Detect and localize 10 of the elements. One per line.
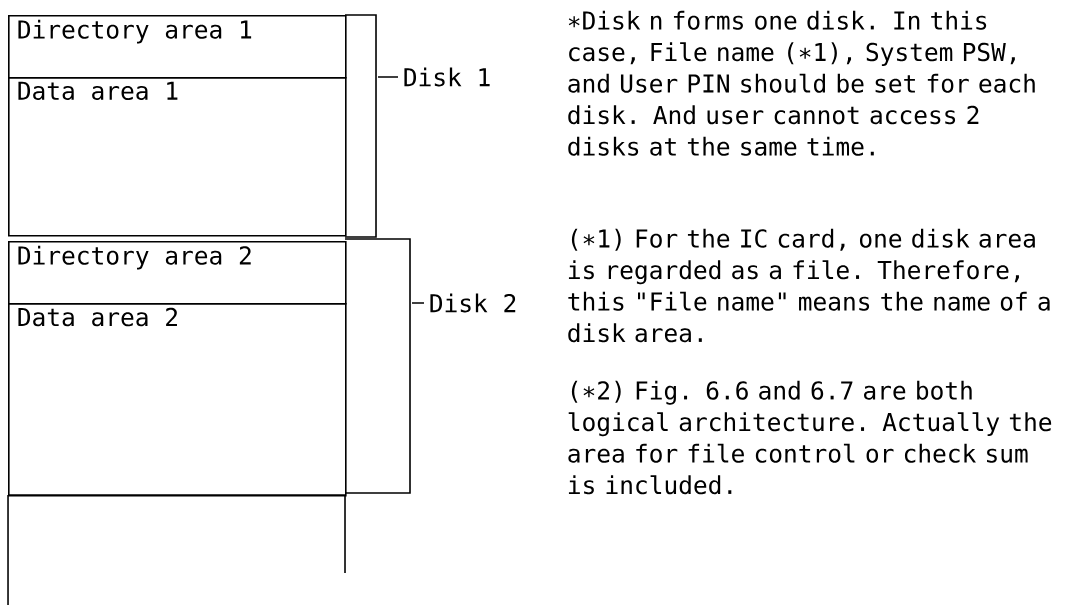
area-box: Directory area 1: [8, 15, 347, 79]
note-text: (∗2) Fig. 6.6 and 6.7 are both logical architecture. Actually the area for file control or check sum is included.: [568, 380, 1052, 495]
area-box: Data area 2: [8, 303, 347, 497]
open-box: [7, 494, 346, 605]
bracket-label: Disk 2: [430, 293, 516, 313]
note-text: ∗Disk n forms one disk. In this case, File name (∗1), System PSW, and User PIN should be set for each disk. And user cannot access 2 disks at the same time.: [568, 10, 1035, 156]
area-box: Directory area 2: [8, 241, 347, 305]
area-box: Data area 1: [8, 77, 347, 237]
bracket-label: Disk 1: [404, 67, 490, 87]
note-text: (∗1) For the IC card, one disk area is regarded as a file. Therefore, this "File name" means the name of a disk area.: [568, 228, 1050, 343]
